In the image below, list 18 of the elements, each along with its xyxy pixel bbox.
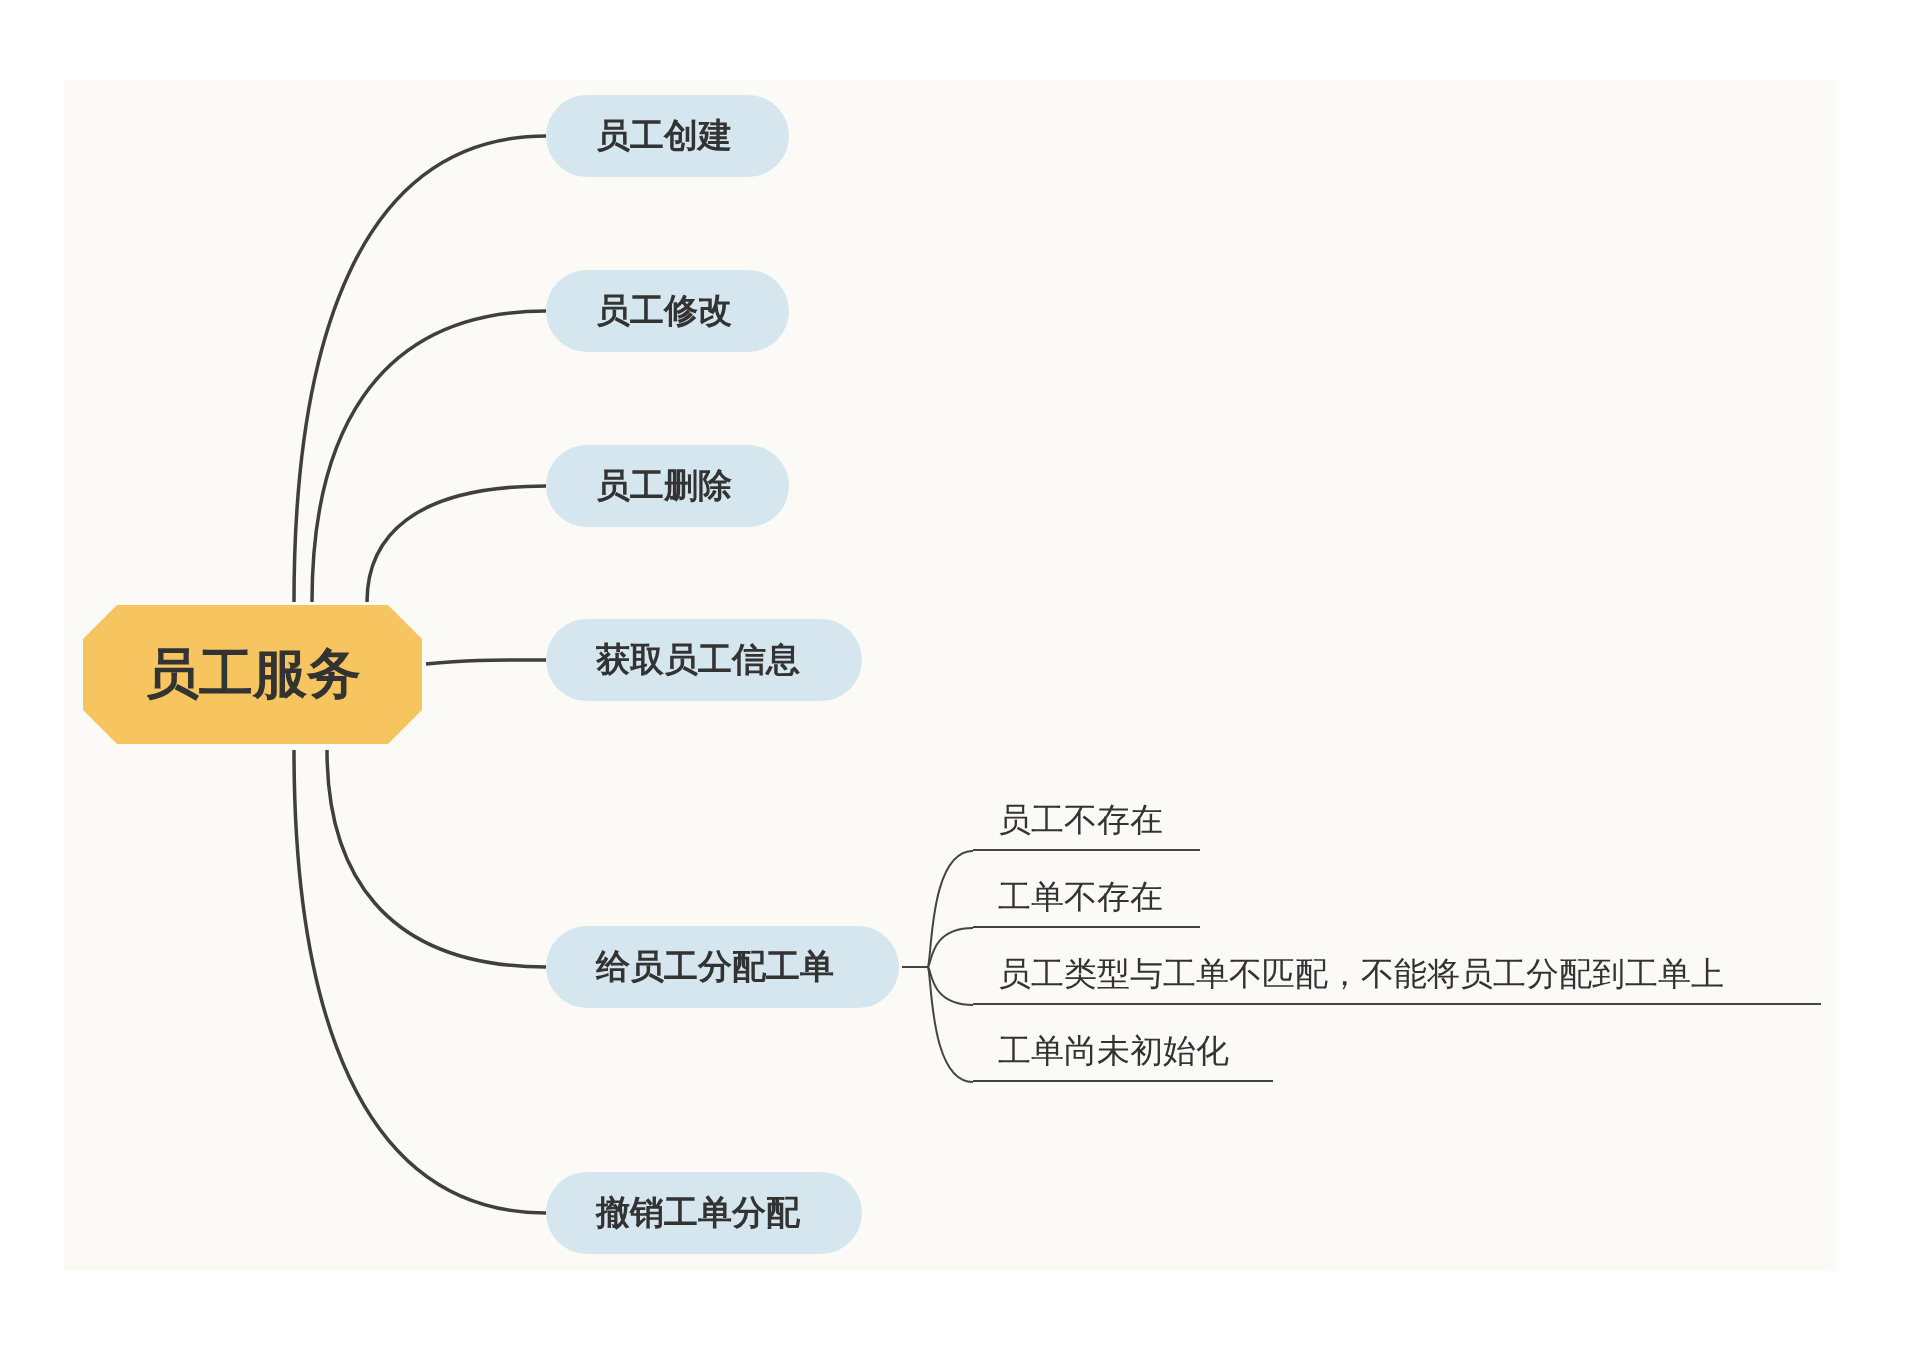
connector-line — [292, 749, 547, 1215]
connector-line — [325, 749, 547, 969]
subtopic-label: 员工不存在 — [973, 795, 1200, 851]
connector-line — [365, 484, 547, 603]
subtopic-label: 工单尚未初始化 — [973, 1026, 1273, 1082]
topic-pill: 员工删除 — [546, 445, 789, 527]
topic-pill: 员工创建 — [546, 95, 789, 177]
topic-pill: 给员工分配工单 — [546, 926, 899, 1008]
connector-line — [310, 309, 547, 603]
central-topic-octagon: 员工服务 — [83, 605, 422, 744]
connector-line — [901, 966, 974, 1083]
topic-pill: 撤销工单分配 — [546, 1172, 862, 1254]
connector-line — [425, 658, 546, 666]
topic-pill: 员工修改 — [546, 270, 789, 352]
subtopic-label: 员工类型与工单不匹配，不能将员工分配到工单上 — [973, 949, 1821, 1005]
connector-line — [292, 134, 547, 603]
subtopic-label: 工单不存在 — [973, 872, 1200, 928]
topic-pill: 获取员工信息 — [546, 619, 862, 701]
